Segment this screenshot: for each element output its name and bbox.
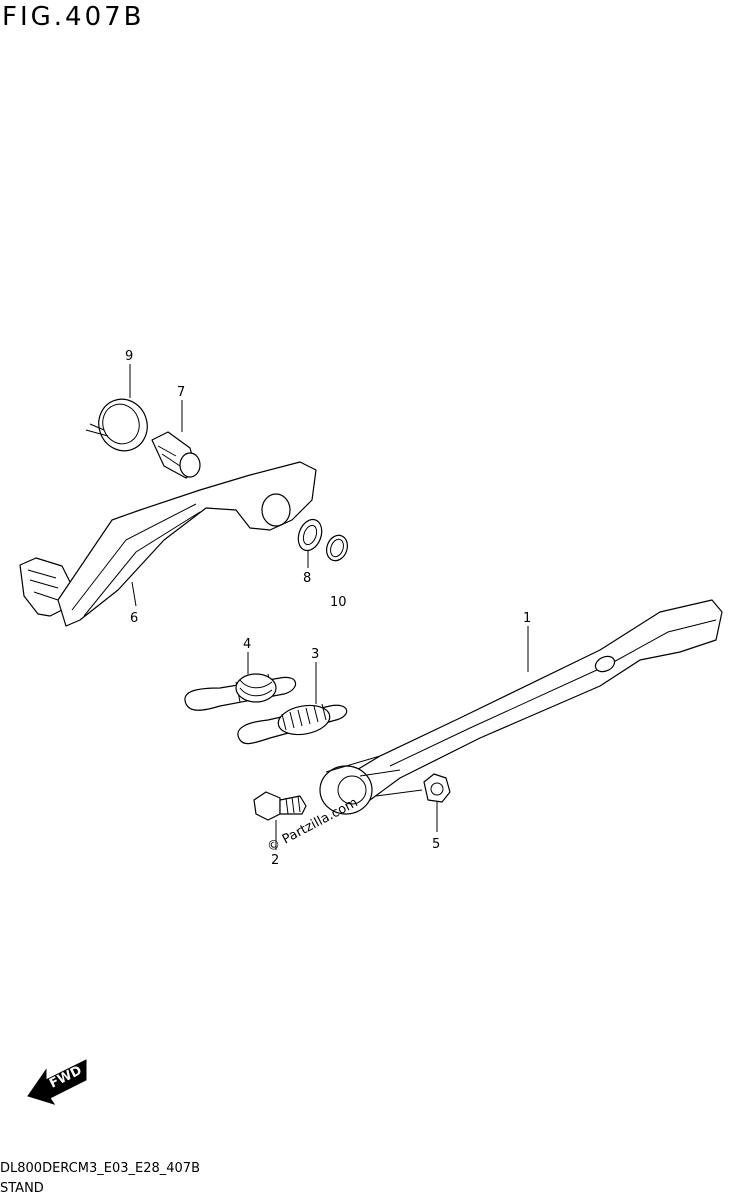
- leader-1-to-5: [375, 789, 423, 797]
- washer-8[interactable]: [294, 516, 326, 554]
- callout-10: 10: [330, 595, 347, 610]
- callout-7: 7: [177, 385, 185, 400]
- spring-4[interactable]: [184, 673, 297, 711]
- callout-8: 8: [303, 571, 311, 586]
- circlip-10[interactable]: [323, 532, 351, 563]
- side-stand-1[interactable]: [319, 599, 723, 815]
- fwd-arrow-icon: FWD: [27, 1059, 87, 1105]
- callout-4: 4: [243, 637, 251, 652]
- nut-5[interactable]: [423, 773, 451, 803]
- brake-pedal-6[interactable]: [19, 461, 317, 627]
- callout-9: 9: [125, 349, 133, 364]
- bolt-2[interactable]: [253, 791, 307, 821]
- spring-3[interactable]: [237, 702, 348, 745]
- callout-6: 6: [130, 611, 138, 626]
- pivot-bolt-7[interactable]: [151, 431, 201, 479]
- figure-title: FIG.407B: [2, 2, 145, 32]
- diagram-name: STAND: [0, 1181, 44, 1196]
- leader-6: [131, 581, 137, 607]
- callout-5: 5: [432, 837, 440, 852]
- spring-clip-9[interactable]: [85, 392, 154, 457]
- callout-2: 2: [271, 853, 279, 868]
- callout-3: 3: [311, 647, 319, 662]
- callout-1: 1: [523, 611, 531, 626]
- diagram-code: DL800DERCM3_E03_E28_407B: [0, 1161, 200, 1176]
